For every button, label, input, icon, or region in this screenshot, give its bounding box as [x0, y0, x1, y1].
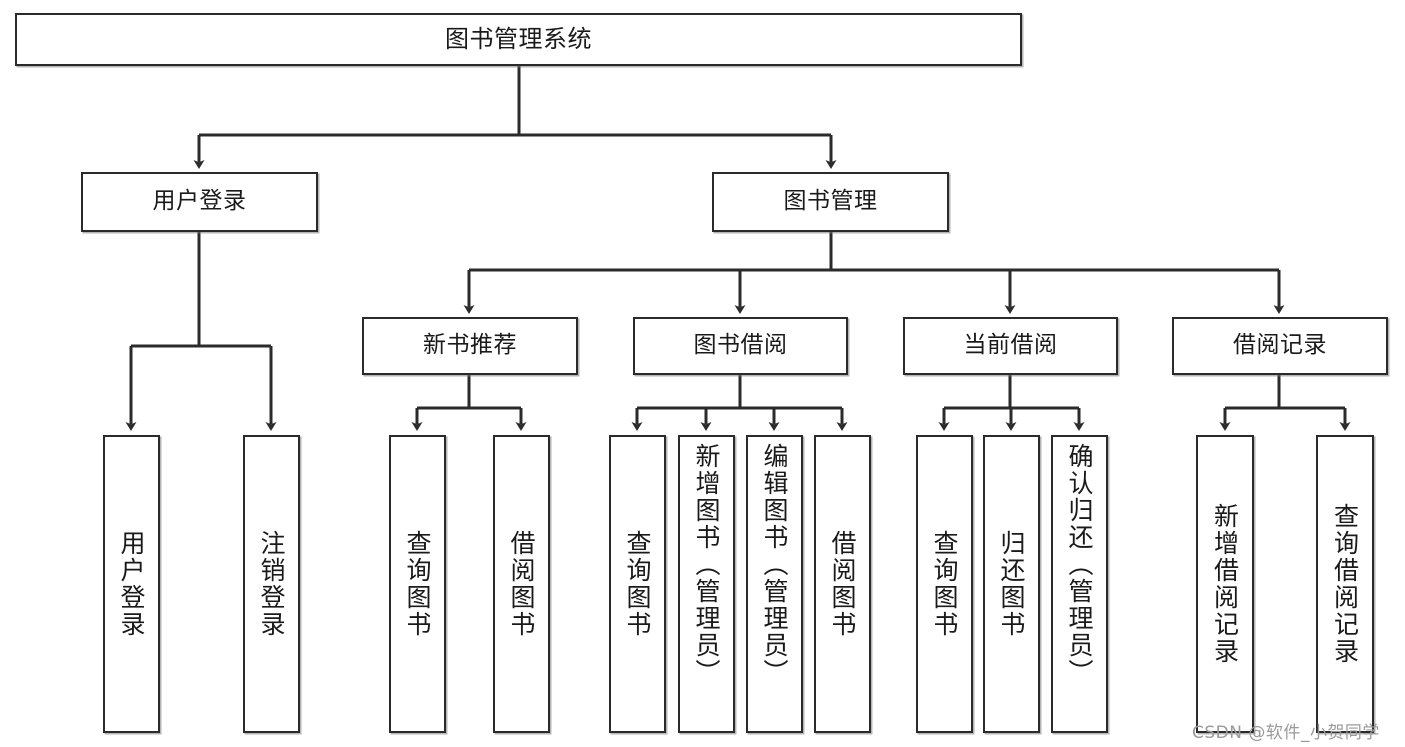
- leaf-query-book-borrow[interactable]: 查询图书: [609, 435, 666, 733]
- node-book-management[interactable]: 图书管理: [712, 172, 949, 232]
- leaf-return-book[interactable]: 归还图书: [983, 435, 1040, 733]
- leaf-borrow-book-new-label: 借阅图书: [507, 530, 536, 638]
- node-borrow-record-label: 借阅记录: [1233, 332, 1327, 359]
- leaf-add-borrow-record[interactable]: 新增借阅记录: [1196, 435, 1254, 733]
- leaf-edit-book-admin[interactable]: 编辑图书（管理员）: [746, 435, 803, 733]
- leaf-add-book-admin[interactable]: 新增图书（管理员）: [678, 435, 735, 733]
- leaf-query-book-current-label: 查询图书: [930, 530, 959, 638]
- node-root-label: 图书管理系统: [445, 25, 592, 54]
- node-user-login-label: 用户登录: [152, 188, 247, 215]
- node-book-management-label: 图书管理: [783, 188, 878, 215]
- leaf-confirm-return-admin-label: 确认归还（管理员）: [1065, 443, 1094, 686]
- leaf-borrow-book-new[interactable]: 借阅图书: [493, 435, 550, 733]
- leaf-confirm-return-admin[interactable]: 确认归还（管理员）: [1051, 435, 1108, 733]
- leaf-query-borrow-record-label: 查询借阅记录: [1330, 503, 1360, 665]
- leaf-borrow-book[interactable]: 借阅图书: [814, 435, 871, 733]
- node-book-borrow-label: 图书借阅: [693, 332, 788, 359]
- leaf-query-book-current[interactable]: 查询图书: [916, 435, 973, 733]
- node-root[interactable]: 图书管理系统: [15, 13, 1022, 66]
- node-new-book-recommend-label: 新书推荐: [423, 332, 517, 359]
- watermark-text: CSDN @软件_小贺同学: [1192, 723, 1380, 743]
- node-borrow-record[interactable]: 借阅记录: [1172, 317, 1388, 375]
- node-current-borrow-label: 当前借阅: [963, 332, 1058, 359]
- leaf-query-borrow-record[interactable]: 查询借阅记录: [1316, 435, 1374, 733]
- leaf-query-book-new-label: 查询图书: [403, 530, 432, 638]
- leaf-user-login[interactable]: 用户登录: [103, 435, 160, 733]
- leaf-return-book-label: 归还图书: [997, 530, 1026, 638]
- node-new-book-recommend[interactable]: 新书推荐: [362, 317, 578, 375]
- node-user-login[interactable]: 用户登录: [81, 172, 318, 232]
- node-current-borrow[interactable]: 当前借阅: [903, 317, 1118, 375]
- leaf-add-borrow-record-label: 新增借阅记录: [1210, 503, 1240, 665]
- leaf-user-login-label: 用户登录: [117, 530, 146, 638]
- leaf-query-book-borrow-label: 查询图书: [623, 530, 652, 638]
- leaf-borrow-book-label: 借阅图书: [828, 530, 857, 638]
- leaf-logout-label: 注销登录: [257, 530, 286, 638]
- leaf-add-book-admin-label: 新增图书（管理员）: [692, 443, 721, 686]
- node-book-borrow[interactable]: 图书借阅: [633, 317, 848, 375]
- leaf-edit-book-admin-label: 编辑图书（管理员）: [760, 443, 789, 686]
- leaf-logout[interactable]: 注销登录: [243, 435, 300, 733]
- leaf-query-book-new[interactable]: 查询图书: [389, 435, 446, 733]
